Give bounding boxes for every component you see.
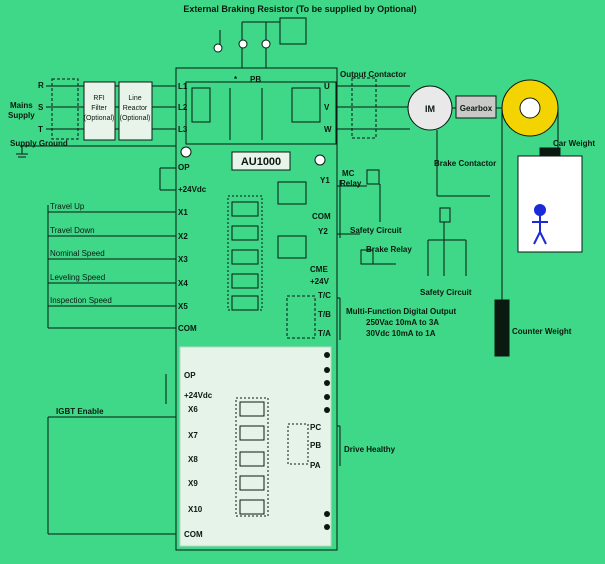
out-com-label: COM — [312, 212, 331, 221]
reactor-label-3: (Optional) — [120, 115, 151, 122]
brake-contactor-label: Brake Contactor — [434, 159, 496, 168]
op-top-label: OP — [178, 163, 190, 172]
drive-name: AU1000 — [241, 156, 281, 168]
gearbox-label: Gearbox — [460, 104, 493, 113]
terminal-x6: X6 — [188, 405, 198, 414]
lower-panel — [179, 346, 332, 547]
l3-label: L3 — [178, 125, 188, 134]
v-label: V — [324, 103, 330, 112]
phase-t-label: T — [38, 125, 43, 134]
v24-bottom-label: +24Vdc — [184, 391, 213, 400]
com-top-label: COM — [178, 324, 197, 333]
safety-circuit-1: Safety Circuit — [350, 226, 402, 235]
terminal-x3: X3 — [178, 255, 188, 264]
output-contactor-label: Output Contactor — [340, 70, 406, 79]
passenger-icon — [532, 204, 548, 245]
terminal-x5: X5 — [178, 302, 188, 311]
travel-up-label: Travel Up — [50, 202, 85, 211]
safety-circuit-2: Safety Circuit — [420, 288, 472, 297]
igbt-enable-label: IGBT Enable — [56, 407, 104, 416]
y1-label: Y1 — [320, 176, 330, 185]
counter-weight-label: Counter Weight — [512, 327, 572, 336]
pa-label: PA — [310, 461, 321, 470]
mf-output-label-1: Multi-Function Digital Output — [346, 307, 457, 316]
drive-outline — [175, 67, 338, 551]
pb-bottom-label: PB — [310, 441, 321, 450]
brake-relay-label: Brake Relay — [366, 245, 412, 254]
supply-ground-label: Supply Ground — [10, 139, 68, 148]
mc-relay-label-1: MC — [342, 169, 355, 178]
star-label: * — [234, 75, 238, 84]
v24-out-label: +24V — [310, 277, 330, 286]
terminal-x9: X9 — [188, 479, 198, 488]
l2-label: L2 — [178, 103, 188, 112]
w-label: W — [324, 125, 332, 134]
terminal-x8: X8 — [188, 455, 198, 464]
mf-output-label-3: 30Vdc 10mA to 1A — [366, 329, 436, 338]
leveling-speed-label: Leveling Speed — [50, 273, 105, 282]
car-weight-box — [517, 155, 583, 253]
drive-name-box — [231, 151, 291, 171]
reactor-label-2: Reactor — [123, 105, 148, 112]
rfi-filter-box — [83, 81, 116, 141]
tc-label: T/C — [318, 291, 331, 300]
mf-output-label-2: 250Vac 10mA to 3A — [366, 318, 439, 327]
diagram-title: External Braking Resistor (To be supplie… — [183, 4, 416, 14]
op-bottom-label: OP — [184, 371, 196, 380]
mains-switch — [51, 78, 79, 140]
phase-s-label: S — [38, 103, 44, 112]
reactor-label-1: Line — [128, 95, 141, 102]
pb-label: PB — [250, 75, 261, 84]
mains-label-2: Supply — [8, 111, 35, 120]
com-bottom-label: COM — [184, 530, 203, 539]
drive-healthy-label: Drive Healthy — [344, 445, 396, 454]
mc-relay-label-2: Relay — [340, 179, 362, 188]
counter-weight-block — [494, 299, 510, 357]
y2-label: Y2 — [318, 227, 328, 236]
pc-label: PC — [310, 423, 321, 432]
ta-label: T/A — [318, 329, 331, 338]
terminal-x10: X10 — [188, 505, 203, 514]
car-weight-label: Car Weight — [553, 139, 595, 148]
v24-top-label: +24Vdc — [178, 185, 207, 194]
terminal-x4: X4 — [178, 279, 188, 288]
terminal-x2: X2 — [178, 232, 188, 241]
nominal-speed-label: Nominal Speed — [50, 249, 105, 258]
tb-label: T/B — [318, 310, 331, 319]
mains-label-1: Mains — [10, 101, 33, 110]
motor-label: IM — [425, 104, 435, 114]
line-reactor-box — [118, 81, 153, 141]
rfi-label-2: Filter — [91, 105, 107, 112]
phase-r-label: R — [38, 81, 44, 90]
inspection-speed-label: Inspection Speed — [50, 296, 112, 305]
rfi-label-1: RFI — [93, 95, 104, 102]
terminal-x7: X7 — [188, 431, 198, 440]
l1-label: L1 — [178, 82, 188, 91]
terminal-x1: X1 — [178, 208, 188, 217]
u-label: U — [324, 82, 330, 91]
cme-label: CME — [310, 265, 328, 274]
rfi-label-3: (Optional) — [84, 115, 115, 122]
travel-down-label: Travel Down — [50, 226, 95, 235]
gearbox-symbol — [455, 95, 497, 119]
